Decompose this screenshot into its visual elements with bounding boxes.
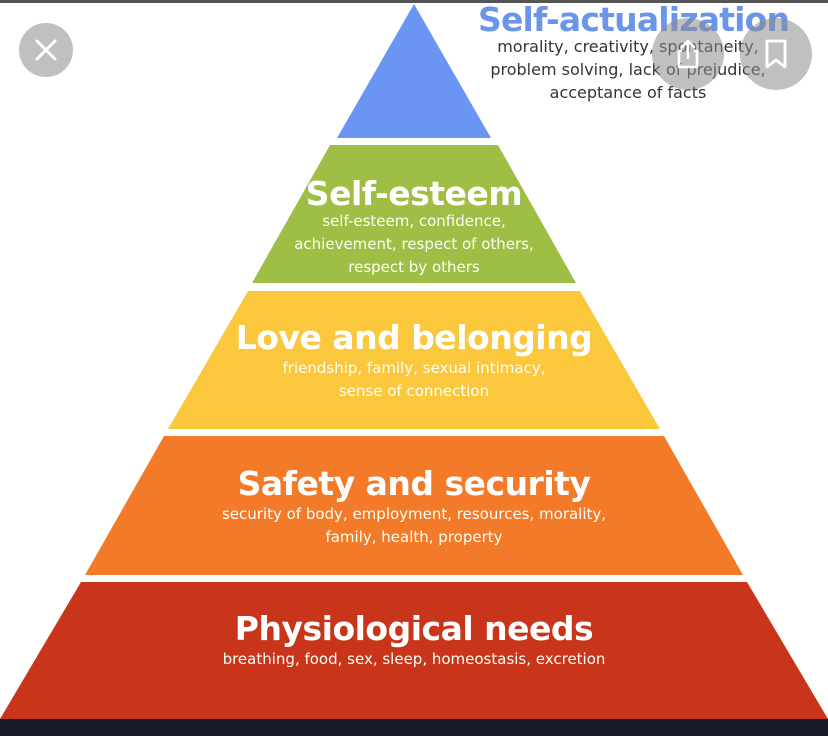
tier-shape-self-actualization — [337, 4, 491, 138]
share-icon — [677, 39, 699, 69]
close-icon — [35, 39, 57, 61]
close-button[interactable] — [19, 23, 73, 77]
safety-security-description: security of body, employment, resources,… — [221, 505, 607, 546]
bottom-bar — [0, 719, 828, 736]
top-edge — [0, 0, 828, 3]
tier-shape-self-esteem — [252, 145, 576, 283]
love-belonging-description: friendship, family, sexual intimacy, sen… — [282, 359, 546, 400]
safety-security-title: Safety and security — [237, 464, 591, 503]
self-esteem-title: Self-esteem — [305, 174, 523, 213]
bookmark-button[interactable] — [740, 18, 812, 90]
bookmark-icon — [765, 39, 787, 69]
self-actualization-description: morality, creativity, spontaneity, probl… — [490, 37, 766, 102]
love-belonging-title: Love and belonging — [235, 318, 593, 357]
physiological-title: Physiological needs — [234, 609, 594, 648]
share-button[interactable] — [652, 18, 724, 90]
physiological-description: breathing, food, sex, sleep, homeostasis… — [222, 650, 606, 668]
self-esteem-description: self-esteem, confidence, achievement, re… — [294, 212, 534, 276]
tier-shape-safety-security — [85, 436, 743, 575]
self-actualization-title: Self-actualization — [478, 0, 790, 39]
tier-shape-love-belonging — [168, 291, 660, 429]
tier-shape-physiological — [0, 582, 828, 719]
